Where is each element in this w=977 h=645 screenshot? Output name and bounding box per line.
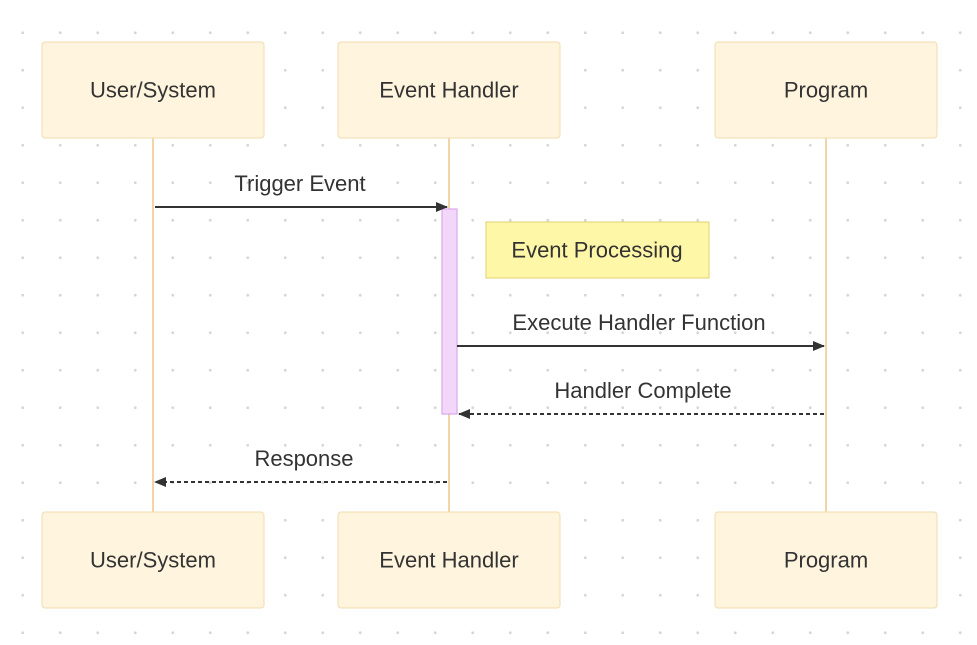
message-handler-complete: Handler Complete (458, 378, 824, 419)
participant-label: Program (784, 78, 868, 103)
participant-label: Event Handler (379, 548, 518, 573)
message-label: Response (254, 446, 353, 471)
participant-bottom-program[interactable]: Program (714, 511, 938, 609)
participant-bottom-user[interactable]: User/System (41, 511, 265, 609)
participant-top-user[interactable]: User/System (41, 41, 265, 139)
participant-bottom-handler[interactable]: Event Handler (337, 511, 561, 609)
participant-top-program[interactable]: Program (714, 41, 938, 139)
message-trigger-event: Trigger Event (155, 171, 448, 212)
message-label: Handler Complete (554, 378, 731, 403)
participant-label: User/System (90, 78, 216, 103)
message-label: Execute Handler Function (512, 310, 765, 335)
participant-top-handler[interactable]: Event Handler (337, 41, 561, 139)
message-label: Trigger Event (234, 171, 365, 196)
note-event-processing: Event Processing (485, 221, 710, 279)
message-response: Response (154, 446, 447, 487)
participant-label: User/System (90, 548, 216, 573)
message-execute-handler-function: Execute Handler Function (457, 310, 825, 351)
note-text: Event Processing (511, 238, 682, 263)
activation-bar-handler (441, 208, 458, 415)
participant-label: Event Handler (379, 78, 518, 103)
participant-label: Program (784, 548, 868, 573)
